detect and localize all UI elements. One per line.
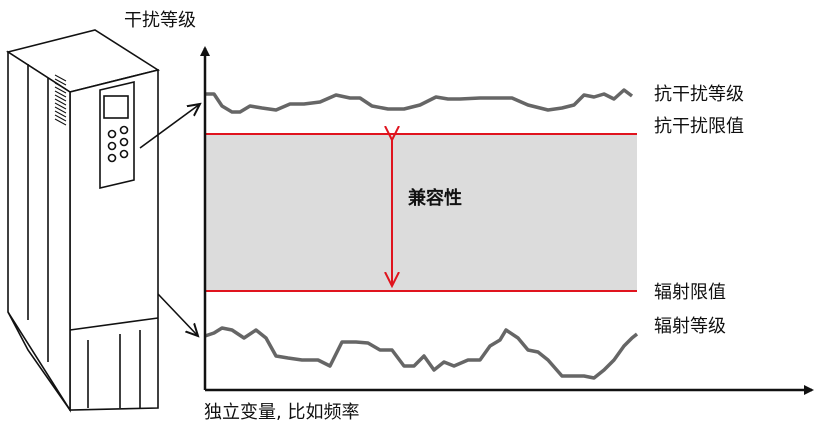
upper-curve-label: 抗干扰等级	[654, 84, 744, 105]
emission-level-curve	[204, 326, 639, 380]
x-axis-label: 独立变量, 比如频率	[204, 402, 360, 423]
upper-limit-label: 抗干扰限值	[654, 116, 744, 137]
lower-limit-label: 辐射限值	[654, 282, 726, 303]
compatibility-label: 兼容性	[408, 188, 462, 209]
y-axis-label: 干扰等级	[124, 10, 196, 31]
immunity-level-curve	[205, 88, 634, 114]
compatibility-band	[205, 134, 637, 291]
lower-curve-label: 辐射等级	[654, 316, 726, 337]
pointer-arrow-emission	[157, 293, 198, 336]
pointer-arrow-immunity	[139, 104, 200, 149]
frequency-converter-drive-icon	[6, 29, 161, 413]
